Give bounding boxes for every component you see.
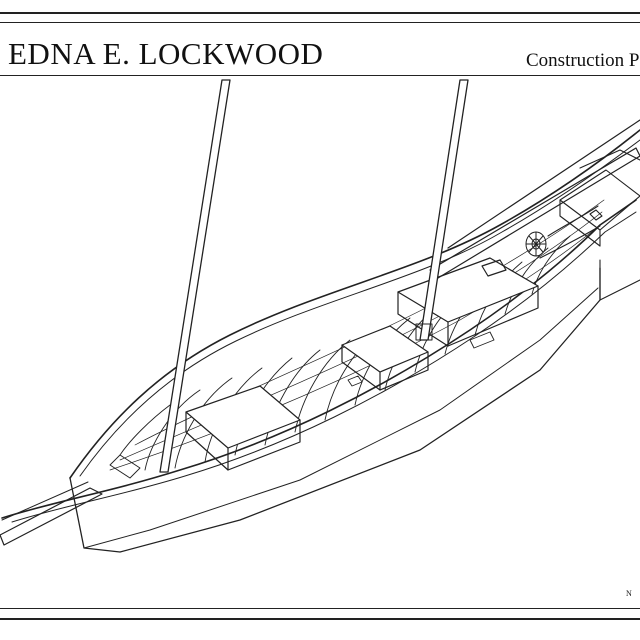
bowsprit — [0, 487, 103, 546]
stern-deck — [539, 149, 640, 301]
hull-sheer-outer — [1, 199, 637, 519]
deck-detail-1 — [347, 375, 363, 387]
sheet-number: N — [626, 589, 632, 598]
hull-lower-side — [83, 287, 599, 549]
sheet-title: EDNA E. LOCKWOOD — [8, 36, 324, 71]
sheet-inner-border — [0, 22, 640, 609]
hull-keel — [69, 267, 601, 553]
title-divider — [0, 75, 640, 76]
hull-sheer-inner — [11, 211, 637, 523]
deck-detail-3 — [109, 454, 141, 479]
sheet-outer-border — [0, 12, 640, 620]
steering-wheel — [525, 231, 547, 257]
boom-top — [447, 119, 640, 249]
hull-far-rail-inner — [79, 139, 640, 477]
deck-detail-2 — [469, 331, 495, 349]
foremast — [159, 79, 231, 473]
hull-far-rail — [69, 129, 640, 479]
boat-illustration — [0, 79, 640, 553]
bowsprit-line — [1, 481, 89, 521]
sheet-subtitle: Construction P — [526, 50, 640, 71]
hatch-mid — [341, 325, 429, 391]
mainmast-base — [415, 323, 433, 341]
hatch-fore — [185, 385, 301, 471]
